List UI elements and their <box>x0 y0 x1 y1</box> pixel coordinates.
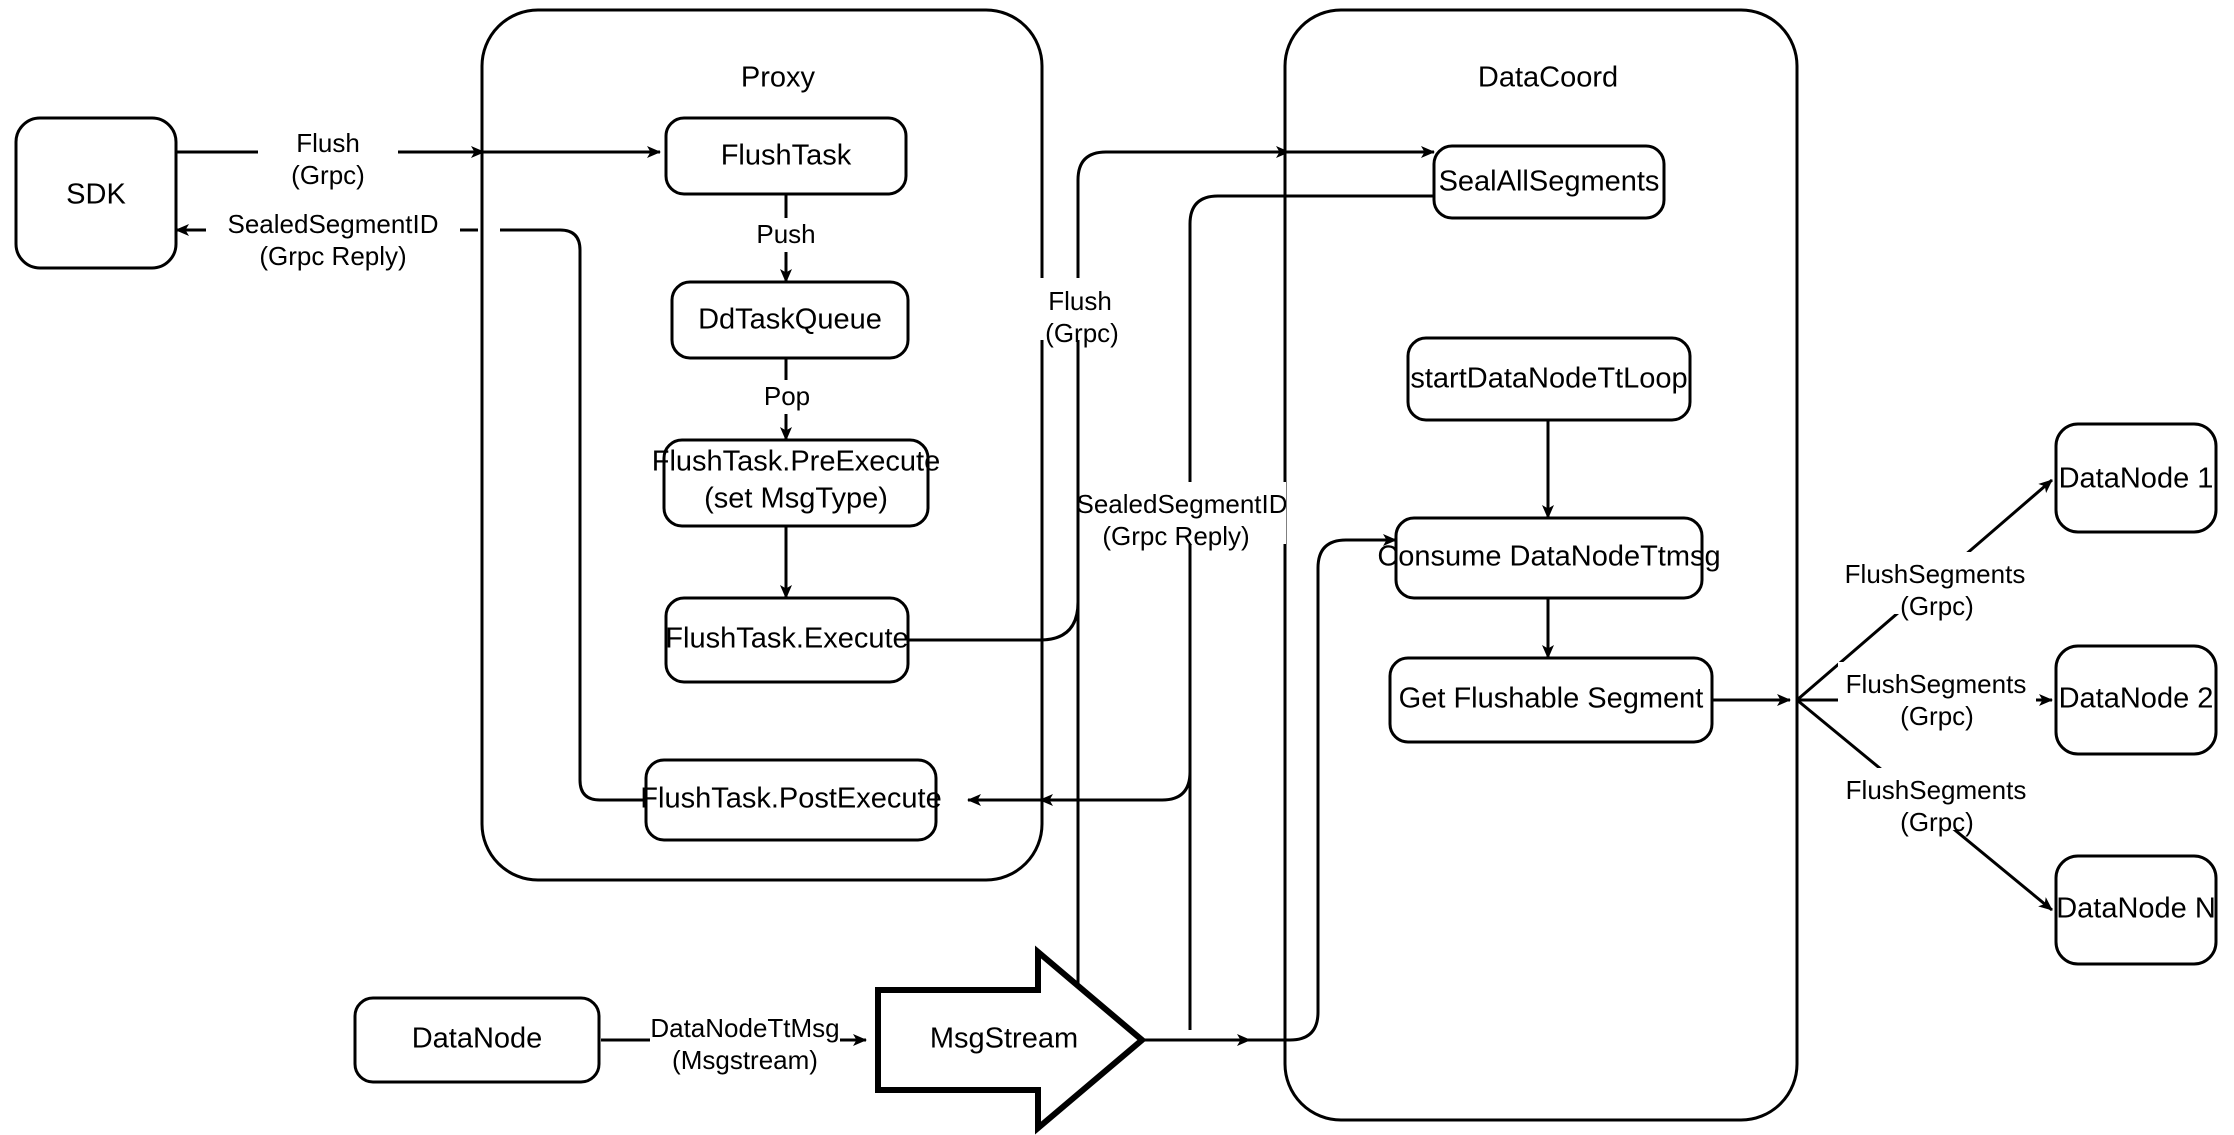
edge-label-flushsegments-n-line2: (Grpc) <box>1900 807 1974 837</box>
node-datanode-2[interactable]: DataNode 2 <box>2054 644 2218 756</box>
edge-label-datanodettmsg-line1: DataNodeTtMsg <box>650 1013 839 1043</box>
edge-label-push-text: Push <box>756 219 815 249</box>
node-datanode-source-box[interactable] <box>353 996 601 1084</box>
proxy-container <box>480 8 1044 882</box>
node-preexecute-label-line1: FlushTask.PreExecute <box>652 446 941 478</box>
node-datanode-1[interactable]: DataNode 1 <box>2054 422 2218 534</box>
node-sealallsegments-box[interactable] <box>1432 144 1666 220</box>
node-consume-box[interactable] <box>1394 516 1704 600</box>
edge-label-flush-line1: Flush <box>296 128 360 158</box>
group-proxy: Proxy <box>480 8 1044 882</box>
edge-label-flush-grpc-line2: (Grpc) <box>1045 318 1119 348</box>
node-sdk[interactable]: SDK <box>14 116 178 270</box>
node-datanode-source[interactable]: DataNode <box>353 996 601 1084</box>
node-execute-box[interactable] <box>664 596 910 684</box>
node-flushtask-execute[interactable]: FlushTask.Execute <box>664 596 910 684</box>
edge-label-sealedsegmentid-grpc-line1: SealedSegmentID <box>1076 489 1287 519</box>
edge-label-pop-text: Pop <box>764 381 810 411</box>
edge-label-datanodettmsg-line2: (Msgstream) <box>672 1045 818 1075</box>
edge-label-flushsegments-n: FlushSegments (Grpc) <box>1838 768 2036 837</box>
node-datanode-1-label: DataNode 1 <box>2059 463 2214 495</box>
node-get-flushable-segment[interactable]: Get Flushable Segment <box>1388 656 1714 744</box>
node-startdatanodettloop-box[interactable] <box>1406 336 1692 422</box>
node-ddtaskqueue-label: DdTaskQueue <box>698 304 882 336</box>
edge-msgstream-to-consume <box>1250 534 1397 1042</box>
edge-label-proxy-to-sdk: SealedSegmentID (Grpc Reply) <box>206 206 460 271</box>
edge-label-sealedsegmentid-grpc-line2: (Grpc Reply) <box>1102 521 1249 551</box>
edge-execute-to-sealallsegments <box>908 146 1435 642</box>
edge-label-sealedsegmentid-line1: SealedSegmentID <box>227 209 438 239</box>
node-sealallsegments[interactable]: SealAllSegments <box>1432 144 1666 220</box>
node-consume-label: Consume DataNodeTtmsg <box>1377 541 1720 573</box>
edge-label-flushsegments-2-line1: FlushSegments <box>1846 669 2027 699</box>
edge-label-coord-to-proxy: SealedSegmentID (Grpc Reply) <box>1076 482 1288 551</box>
edge-label-flush-line2: (Grpc) <box>291 160 365 190</box>
node-flushtask-postexecute[interactable]: FlushTask.PostExecute <box>640 758 942 842</box>
node-msgstream-arrow-shape[interactable] <box>875 945 1147 1135</box>
node-ddtaskqueue[interactable]: DdTaskQueue <box>670 280 910 360</box>
node-datanode-n[interactable]: DataNode N <box>2054 854 2218 966</box>
node-preexecute-label-line2: (set MsgType) <box>704 483 888 515</box>
edge-postexecute-to-sdk-rail <box>500 228 646 802</box>
edge-label-datanode-ttmsg: DataNodeTtMsg (Msgstream) <box>650 1010 840 1075</box>
node-consume-datanodettmsg[interactable]: Consume DataNodeTtmsg <box>1377 516 1721 600</box>
edge-label-sdk-to-proxy: Flush (Grpc) <box>258 126 398 190</box>
node-datanode-source-label: DataNode <box>412 1023 543 1055</box>
node-datanode-2-box[interactable] <box>2054 644 2218 756</box>
node-sdk-label: SDK <box>66 179 126 211</box>
node-ddtaskqueue-box[interactable] <box>670 280 910 360</box>
node-datanode-1-box[interactable] <box>2054 422 2218 534</box>
node-preexecute-box[interactable] <box>662 438 930 528</box>
edge-label-flushsegments-2: FlushSegments (Grpc) <box>1838 662 2036 731</box>
node-flushtask[interactable]: FlushTask <box>664 116 908 196</box>
datacoord-container <box>1283 8 1799 1122</box>
node-flushtask-box[interactable] <box>664 116 908 196</box>
node-datanode-n-box[interactable] <box>2054 854 2218 966</box>
edge-label-flushsegments-1: FlushSegments (Grpc) <box>1838 552 2036 621</box>
edge-label-flushsegments-1-line1: FlushSegments <box>1845 559 2026 589</box>
node-flushtask-label: FlushTask <box>721 140 852 172</box>
node-flushtask-preexecute[interactable]: FlushTask.PreExecute (set MsgType) <box>652 438 941 528</box>
proxy-label: Proxy <box>741 62 816 94</box>
edge-label-proxy-to-coord: Flush (Grpc) <box>1032 278 1158 348</box>
edge-label-flush-grpc-line1: Flush <box>1048 286 1112 316</box>
edge-label-flushsegments-2-line2: (Grpc) <box>1900 701 1974 731</box>
node-startdatanodettloop-label: startDataNodeTtLoop <box>1410 363 1687 395</box>
node-postexecute-label: FlushTask.PostExecute <box>640 783 941 815</box>
edge-label-flushsegments-1-line2: (Grpc) <box>1900 591 1974 621</box>
node-sdk-box[interactable] <box>14 116 178 270</box>
node-postexecute-box[interactable] <box>644 758 938 842</box>
edge-label-push: Push <box>742 218 830 252</box>
node-msgstream-label: MsgStream <box>930 1023 1078 1055</box>
edge-label-pop: Pop <box>750 380 824 414</box>
edge-label-sealedsegmentid-line2: (Grpc Reply) <box>259 241 406 271</box>
edge-label-flushsegments-n-line1: FlushSegments <box>1846 775 2027 805</box>
node-getflushable-label: Get Flushable Segment <box>1399 683 1704 715</box>
group-datacoord: DataCoord <box>1283 8 1799 1122</box>
node-sealallsegments-label: SealAllSegments <box>1439 166 1660 198</box>
node-datanode-n-label: DataNode N <box>2056 893 2216 925</box>
node-startdatanodettloop[interactable]: startDataNodeTtLoop <box>1406 336 1692 422</box>
datacoord-label: DataCoord <box>1478 62 1618 94</box>
node-datanode-2-label: DataNode 2 <box>2059 683 2214 715</box>
node-getflushable-box[interactable] <box>1388 656 1714 744</box>
node-execute-label: FlushTask.Execute <box>665 623 908 655</box>
node-msgstream[interactable]: MsgStream <box>875 945 1147 1135</box>
